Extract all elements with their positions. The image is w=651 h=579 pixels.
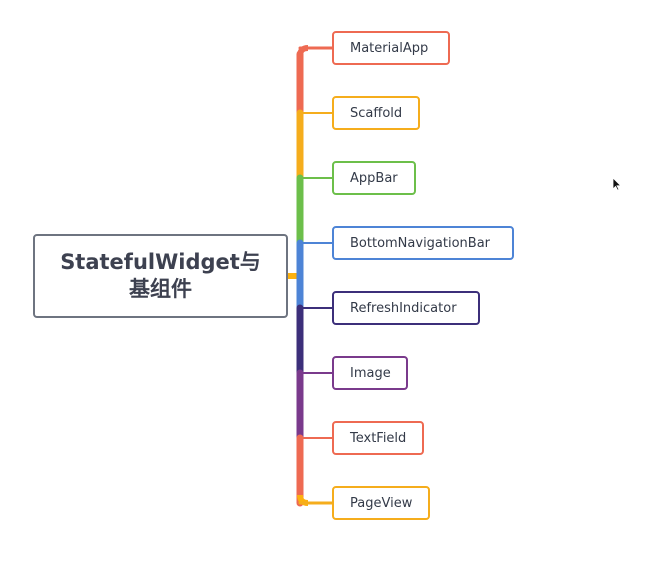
subtopic-node[interactable]: RefreshIndicator [332, 291, 480, 325]
subtopic-label: MaterialApp [350, 40, 429, 56]
subtopic-node[interactable]: BottomNavigationBar [332, 226, 514, 260]
subtopic-label: AppBar [350, 170, 398, 186]
subtopic-label: Scaffold [350, 105, 403, 121]
subtopic-label: Image [350, 365, 391, 381]
subtopic-label: RefreshIndicator [350, 300, 457, 316]
subtopic-node[interactable]: Image [332, 356, 408, 390]
mouse-cursor-icon [612, 177, 622, 191]
subtopic-node[interactable]: MaterialApp [332, 31, 450, 65]
subtopic-node[interactable]: TextField [332, 421, 424, 455]
root-topic-label: StatefulWidget与 基组件 [60, 250, 261, 301]
subtopic-label: TextField [350, 430, 407, 446]
subtopic-label: BottomNavigationBar [350, 235, 491, 251]
subtopic-node[interactable]: Scaffold [332, 96, 420, 130]
subtopic-node[interactable]: PageView [332, 486, 430, 520]
root-topic-node[interactable]: StatefulWidget与 基组件 [33, 234, 288, 318]
subtopic-node[interactable]: AppBar [332, 161, 416, 195]
subtopic-label: PageView [350, 495, 413, 511]
